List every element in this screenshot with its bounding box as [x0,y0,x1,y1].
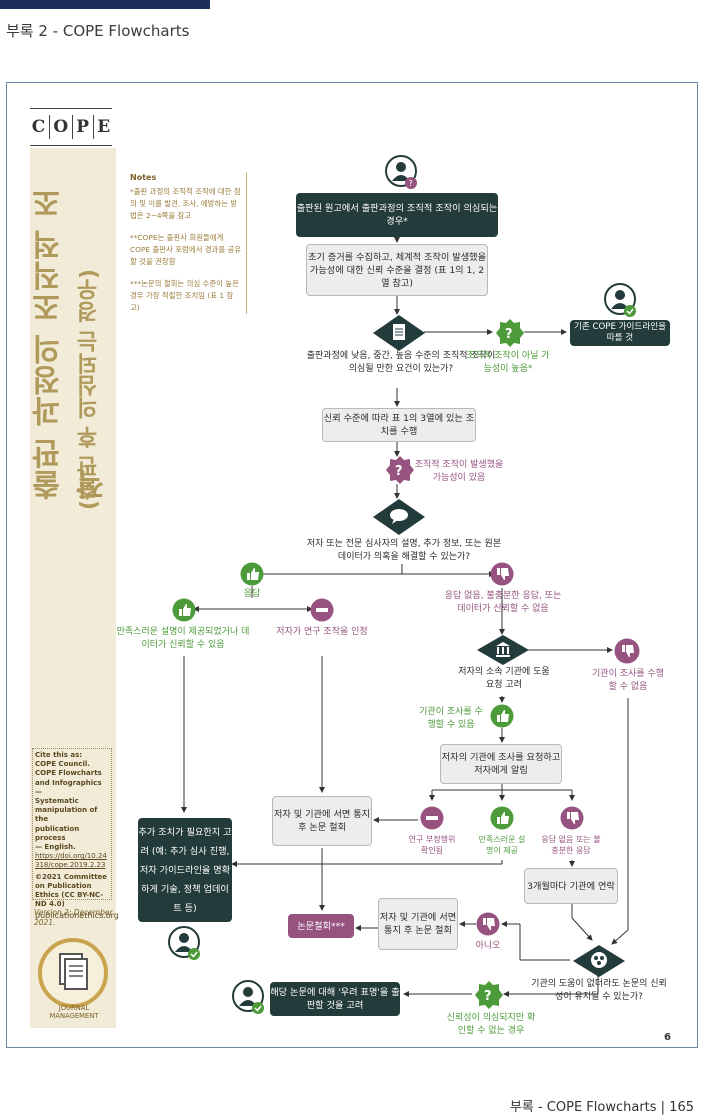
thumbs-up-icon [172,598,196,622]
inst-cannot-label: 기관이 조사를 수행할 수 없음 [592,669,664,692]
misconduct-label: 연구 부정행위 확인됨 [408,835,456,855]
thumbs-down-icon [614,638,640,664]
expression-of-concern-box: 해당 논문에 대해 '우려 표명'을 출판할 것을 고려 [270,982,400,1016]
journal-management-badge [38,938,108,1008]
institution-decision-diamond [477,635,529,665]
version-label: Version 2: December 2021. [34,908,113,927]
logo-letter: E [97,117,111,137]
thumbs-down-icon [476,912,500,936]
note-item: *출판 과정의 조직적 조작에 대한 첨의 및 이를 발견, 조사, 예방하는 … [130,187,241,220]
inner-page-number: 6 [664,1032,671,1043]
person-check-icon [168,926,200,960]
inst-can-label: 기관이 조사를 수행할 수 있음 [419,707,483,730]
cite-line: COPE Flowcharts [35,769,102,778]
person-check-icon [232,980,264,1014]
site-link[interactable]: publicationethics.org [35,911,119,921]
cite-line: — English. [35,843,76,852]
journal-badge-label: JOURNAL MANAGEMENT [34,1004,114,1020]
satisfied2-label: 만족스러운 설명이 제공 [478,835,526,855]
document-icon [59,953,88,990]
retraction-box: 논문철회*** [288,914,354,938]
unlikely-label: 조직적 조작이 아닐 가능성이 높음* [466,351,550,374]
svg-text:?: ? [409,179,413,188]
thumbs-up-icon [490,704,514,728]
flowchart-frame [6,82,698,1048]
minus-icon [310,598,334,622]
retract-notify-box-2: 저자 및 기관에 서면 통지 후 논문 철회 [378,898,458,950]
svg-text:?: ? [484,989,492,1004]
contact-institution-label: 저자의 소속 기관에 도움 요청 고려 [458,667,550,690]
thumbs-down-icon [560,806,584,830]
action-box: 신뢰 수준에 따라 표 1의 3열에 있는 조치를 수행 [322,408,476,442]
svg-text:?: ? [395,464,403,479]
person-check-icon [604,283,636,317]
further-action-box: 추가 조치가 필요한지 고려 (예: 추가 심사 진행, 저자 가이드라인을 명… [138,818,232,922]
logo-letter: C [31,117,46,137]
cite-label: Cite this as: [35,751,83,759]
note-item: **COPE는 출판사 회원들에게 COPE 출판사 포럼에서 경과를 공유할 … [130,233,242,266]
notes-heading: Notes [130,173,157,182]
logo-letter: O [53,117,69,137]
ask-institution-box: 저자의 기관에 조사를 요청하고 저자에게 알림 [440,744,562,784]
document-decision-diamond [373,315,425,351]
question-badge-icon: ? [475,981,503,1009]
no-label: 아니오 [475,941,501,951]
every-3-months-box: 3개월마다 기관에 연락 [524,868,618,904]
thumbs-up-icon [240,562,264,586]
question-badge-icon: ? [496,319,524,347]
svg-text:?: ? [505,327,513,342]
no-response-label: 응답 없음, 불충분한 응답, 또는 데이터가 신뢰할 수 없음 [444,591,562,614]
question-badge-icon: ? [386,456,414,484]
badge-line: JOURNAL [58,1004,90,1012]
sidebar-panel [30,148,116,1028]
cite-line: publication process [35,824,80,842]
reliable-question: 기관의 도움이 없더라도 논문의 신뢰성이 유지될 수 있는가? [531,979,667,1002]
badge-line: MANAGEMENT [49,1012,99,1020]
copyright-text: ©2021 Committee on Publication Ethics (C… [35,872,108,909]
doi-link[interactable]: https://doi.org/10.24318/cope.2019.2.23 [35,852,107,870]
note-item: ***논문의 철회는 의심 수준이 높은 경우 가장 적절한 조치임 (표 1 … [130,279,239,312]
speech-decision-diamond [373,499,425,535]
cite-line: COPE Council. [35,760,90,769]
logo-letter: P [76,117,90,137]
page-footer: 부록 - COPE Flowcharts | 165 [509,1100,694,1115]
existing-guideline-box: 기존 COPE 가이드라인을 따를 것 [570,320,670,346]
explain-question: 저자 또는 전문 심사자의 설명, 추가 정보, 또는 원본 데이터가 의혹을 … [306,539,502,562]
person-question-icon: ? [385,155,417,189]
cite-line: manipulation of the [35,806,98,824]
retract-notify-box-1: 저자 및 기관에 서면 통지 후 논문 철회 [272,796,372,846]
cope-logo: C O P E [30,108,112,146]
top-accent-bar [0,0,210,9]
notes-panel: Notes *출판 과정의 조직적 조작에 대한 첨의 및 이를 발견, 조사,… [130,172,247,314]
no-response2-label: 응답 없음 또는 불충분한 응답 [541,835,601,855]
satisfied-label: 만족스러운 설명이 제공되었거나 데이터가 신뢰할 수 있음 [116,627,250,650]
thumbs-up-icon [490,806,514,830]
answer-label: 응답 [243,589,261,599]
thumbs-down-icon [490,562,514,586]
minus-icon [420,806,444,830]
cite-line: Systematic [35,797,79,806]
people-decision-diamond [573,945,625,977]
likely-label: 조직적 조작이 발생했을 가능성이 있음 [414,460,504,483]
collect-evidence-box: 초기 증거를 수집하고, 체계적 조작이 발생했을 가능성에 대한 신뢰 수준을… [306,244,488,296]
level-question: 출판과정에 낮음, 중간, 높음 수준의 조직적 조작이 의심될 만한 요건이 … [306,351,496,374]
section-header: 부록 2 - COPE Flowcharts [6,22,190,40]
citation-box: Cite this as: COPE Council. COPE Flowcha… [32,748,119,920]
admit-label: 저자가 연구 조작을 인정 [276,627,368,637]
cite-line: and Infographics — [35,778,102,796]
start-box: 출판된 원고에서 출판과정의 조직적 조작이 의심되는 경우* [296,193,498,237]
doubt-label: 신뢰성이 의심되지만 확인할 수 없는 경우 [446,1013,536,1036]
